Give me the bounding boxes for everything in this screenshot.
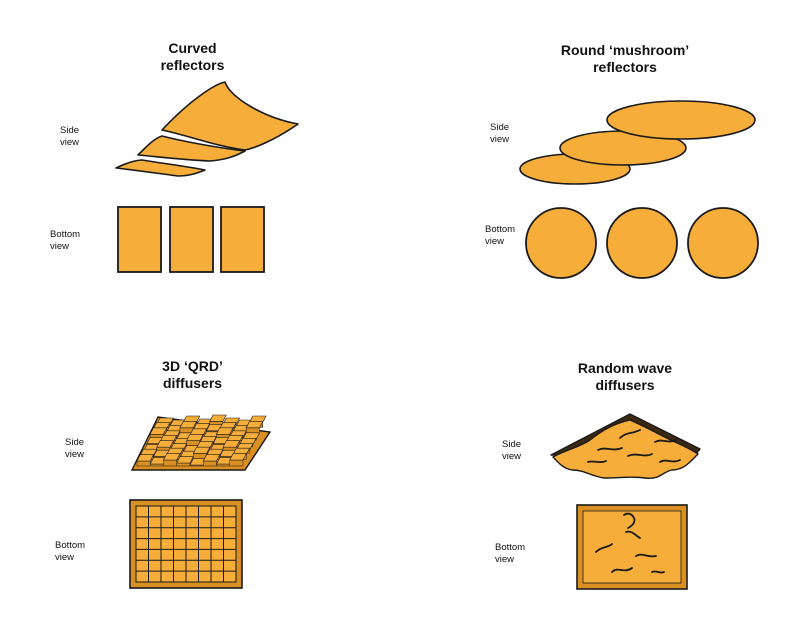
mushroom-reflectors-side-view <box>519 100 756 185</box>
curved-panel-bottom-3 <box>220 206 265 273</box>
curved-panel-middle <box>137 135 246 162</box>
qrd-well-top <box>229 453 247 461</box>
qrd-well-face <box>203 460 217 467</box>
curved-panel-top <box>161 81 299 151</box>
wave-groove-1 <box>623 512 636 529</box>
wave-bottom-inner <box>582 510 682 584</box>
qrd-well-top <box>156 440 174 448</box>
curved-panel-bottom <box>115 159 206 177</box>
mushroom-disc-bottom-2 <box>606 207 678 279</box>
curved-reflectors-bottom-view <box>117 206 265 273</box>
wave-groove-5 <box>611 567 633 573</box>
qrd-well-top <box>176 456 194 464</box>
wave-ridge-5 <box>587 460 607 464</box>
wave-ridge-4 <box>654 439 677 443</box>
curved-panel-bottom-1 <box>117 206 162 273</box>
wave-ridge-2 <box>597 447 623 451</box>
qrd-well-top <box>136 454 155 462</box>
qrd-well-top <box>222 440 241 448</box>
qrd-diffuser-bottom-view <box>129 499 243 589</box>
wave-diffuser-side-view <box>550 413 701 480</box>
qrd-well-top <box>202 454 221 462</box>
curved-bottom-view-label: Bottom view <box>50 229 81 252</box>
qrd-well-top <box>186 433 204 442</box>
qrd-well-top <box>179 421 197 429</box>
wave-side-surface <box>552 419 699 480</box>
wave-side-view-label: Side view <box>502 439 522 462</box>
curved-panel-bottom-2 <box>169 206 214 273</box>
mushroom-side-view-label: Side view <box>490 122 510 145</box>
wave-bottom-view-label: Bottom view <box>495 542 526 565</box>
qrd-well-top <box>209 414 227 422</box>
qrd-well-face <box>229 459 244 467</box>
qrd-well-top <box>215 427 234 435</box>
mushroom-disc-back <box>606 100 756 140</box>
qrd-diffuser-side-view <box>130 414 272 471</box>
mushroom-bottom-view-label: Bottom view <box>485 224 516 247</box>
curved-reflectors-side-view <box>115 81 299 177</box>
qrd-well-top <box>149 427 168 435</box>
qrd-bottom-view-label: Bottom view <box>55 540 86 563</box>
mushroom-reflectors-bottom-view <box>525 207 759 279</box>
curved-reflectors-title: Curved reflectors <box>160 40 225 73</box>
qrd-well-top <box>245 421 264 429</box>
wave-groove-2 <box>625 530 641 539</box>
qrd-well-top <box>192 446 211 454</box>
wave-groove-3 <box>595 543 613 553</box>
qrd-side-cells <box>136 414 267 467</box>
qrd-well-top <box>163 453 181 461</box>
qrd-side-view-label: Side view <box>65 437 85 460</box>
qrd-well-face <box>136 460 151 467</box>
qrd-diffusers-title: 3D ‘QRD’ diffusers <box>162 358 223 391</box>
qrd-well-face <box>163 459 177 467</box>
curved-side-view-label: Side view <box>60 125 80 148</box>
mushroom-reflectors-title: Round ‘mushroom’ reflectors <box>560 42 690 75</box>
wave-ridge-1 <box>619 429 641 439</box>
mushroom-disc-bottom-1 <box>525 207 597 279</box>
wave-diffuser-bottom-view <box>576 504 688 590</box>
wave-ridge-3 <box>627 453 653 457</box>
mushroom-disc-bottom-3 <box>687 207 759 279</box>
random-wave-diffusers-title: Random wave diffusers <box>577 360 673 393</box>
wave-groove-6 <box>651 570 665 574</box>
qrd-well-face <box>176 462 191 467</box>
wave-ridge-6 <box>659 459 681 463</box>
qrd-bottom-grid <box>136 506 236 582</box>
wave-groove-4 <box>635 553 657 558</box>
